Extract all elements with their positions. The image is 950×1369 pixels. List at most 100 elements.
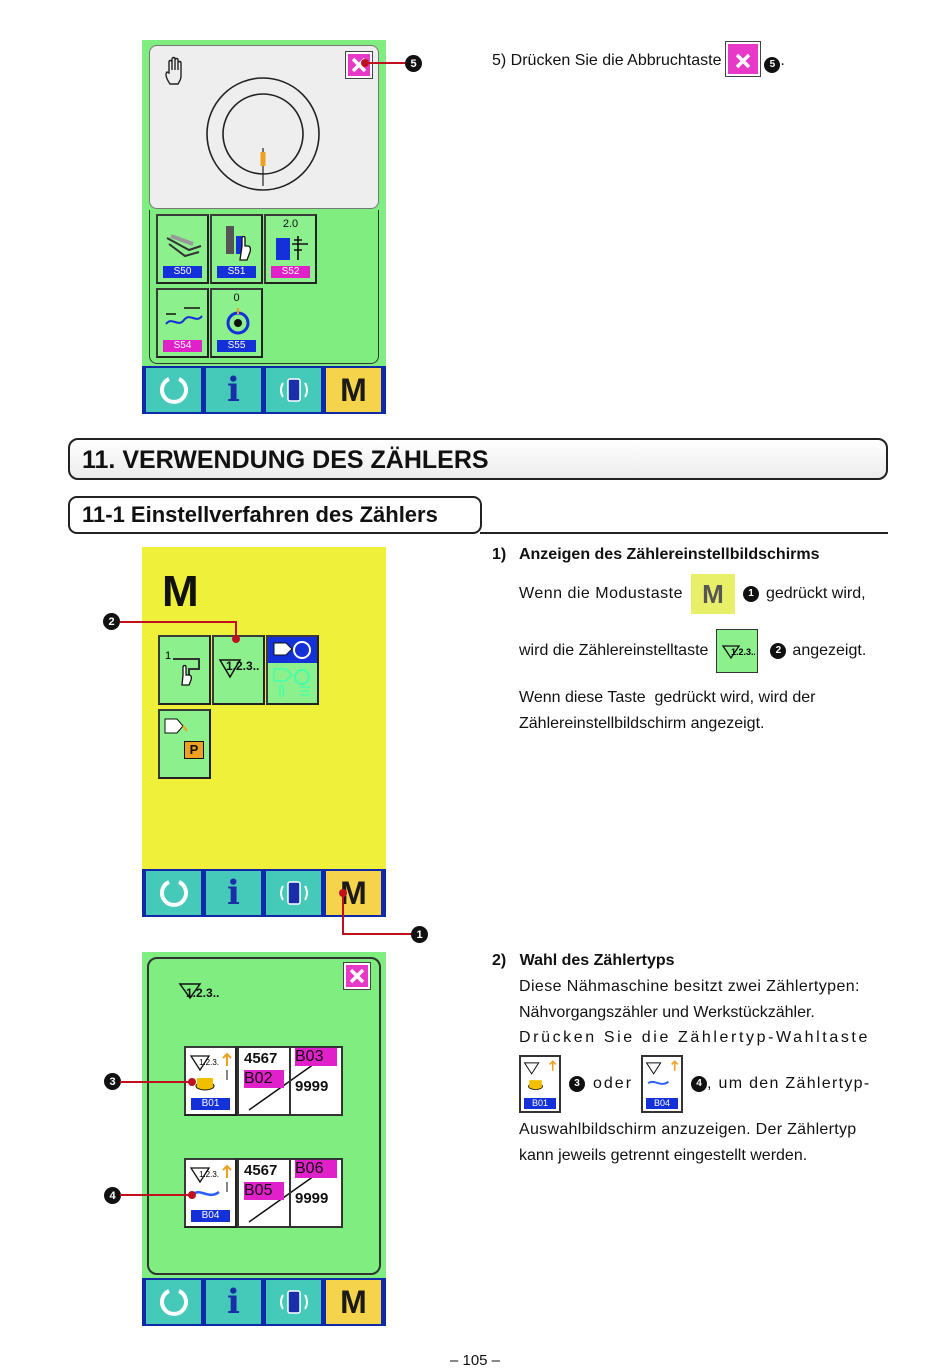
step2-oder: oder (593, 1075, 634, 1092)
svg-text:1.2.3..: 1.2.3.. (731, 647, 755, 657)
step2-heading: 2) Wahl des Zählertyps (492, 952, 675, 969)
step2-line4: B01 3 oder B04 4 , um den Zählertyp- (519, 1054, 891, 1114)
communication-icon (279, 881, 308, 905)
button-value: 2.0 (282, 218, 299, 230)
counter-glyph: 1.2.3.. (226, 659, 260, 673)
step2-callout-3: 3 (569, 1076, 585, 1092)
current-value: 4567 (244, 1050, 278, 1067)
communication-key[interactable] (266, 368, 321, 412)
callout-4: 4 (104, 1187, 121, 1204)
button-code: S55 (217, 340, 256, 352)
information-key[interactable]: i (206, 1280, 261, 1324)
p-badge: P (184, 741, 204, 759)
thread-trimmer-icon (226, 308, 250, 335)
cancel-button[interactable] (343, 962, 371, 990)
mode-screen: M 1 1.2.3.. P i M (142, 547, 386, 917)
pattern-data-button[interactable] (266, 635, 319, 705)
svg-text:1.2.3.: 1.2.3. (199, 1170, 219, 1179)
information-key[interactable]: i (206, 368, 261, 412)
display-area (149, 45, 379, 209)
svg-text:1: 1 (165, 650, 171, 662)
step1-callout-2: 2 (770, 643, 787, 659)
step2-line5: Auswahlbildschirm anzuzeigen. Der Zähler… (519, 1121, 857, 1138)
taskbar: i M (142, 1278, 386, 1326)
callout-2: 2 (103, 613, 120, 630)
information-key[interactable]: i (206, 871, 261, 915)
step5-text-before: 5) Drücken Sie die Abbruchtaste (492, 52, 722, 70)
step2-line4-tail: , um den Zählertyp- (707, 1075, 871, 1092)
communication-key[interactable] (266, 1280, 321, 1324)
s55-button[interactable]: 0 S55 (210, 288, 263, 358)
workpiece-counter-key-inline: B04 (641, 1055, 684, 1113)
set-value: 9999 (295, 1078, 329, 1095)
ready-icon (159, 1289, 188, 1316)
counter-title-icon (178, 983, 202, 1000)
cancel-key-inline (724, 41, 761, 77)
s52-button[interactable]: 2.0 S52 (264, 214, 317, 284)
mode-key-inline: M (690, 574, 735, 614)
button-code: S50 (163, 266, 202, 278)
mode-letter: M (340, 371, 367, 408)
set-code: B06 (295, 1160, 337, 1178)
pattern-register-icon (273, 641, 311, 697)
current-value: 4567 (244, 1162, 278, 1179)
step1-line1-b: gedrückt wird, (765, 585, 866, 602)
callout-line-4 (120, 1191, 196, 1199)
communication-icon (279, 1290, 308, 1314)
presser-foot-icon (166, 234, 202, 258)
button-code: S52 (271, 266, 310, 278)
sewing-counter-type-button[interactable]: 1.2.3. B01 (184, 1046, 237, 1116)
mode-key-inline-letter: M (702, 579, 724, 609)
sewing-data-button[interactable]: 1 (158, 635, 211, 705)
callout-1: 1 (411, 926, 428, 943)
subsection-title: 11-1 Einstellverfahren des Zählers (68, 496, 482, 534)
step2-callout-4: 4 (691, 1076, 708, 1092)
subsection-underline (480, 532, 888, 534)
workpiece-counter-icon: 1.2.3. (189, 1164, 232, 1197)
button-code: B01 (524, 1098, 556, 1109)
counter-key-inline: 1.2.3.. (716, 629, 759, 673)
s51-button[interactable]: S51 (210, 214, 263, 284)
button-code: S51 (217, 266, 256, 278)
svg-text:1.2.3.: 1.2.3. (199, 1058, 219, 1067)
callout-line-5 (361, 59, 408, 67)
button-area (149, 210, 379, 364)
communication-key[interactable] (266, 871, 321, 915)
step5-callout: 5 (764, 57, 781, 74)
ready-key[interactable] (146, 871, 201, 915)
counter-icon (218, 659, 242, 679)
ready-key[interactable] (146, 368, 201, 412)
counter-title: 1.2.3.. (186, 986, 220, 1000)
hand-icon (165, 56, 182, 85)
ready-key[interactable] (146, 1280, 201, 1324)
counter-icon: 1.2.3.. (722, 645, 755, 660)
current-code: B05 (244, 1182, 284, 1200)
section-title: 11. VERWENDUNG DES ZÄHLERS (68, 438, 888, 480)
counter-value-button[interactable]: 4567 B05 9999 B06 (237, 1158, 343, 1228)
taskbar: i M (142, 869, 386, 917)
step2-line3: Drücken Sie die Zählertyp-Wahltaste (519, 1029, 870, 1046)
ready-icon (159, 377, 188, 404)
mode-key[interactable]: M (326, 1280, 381, 1324)
parameter-register-button[interactable]: P (158, 709, 211, 779)
counter-value-button[interactable]: 4567 B02 9999 B03 (237, 1046, 343, 1116)
machine-hand-icon: 1 (165, 650, 200, 686)
tension-icon (165, 307, 203, 325)
current-code: B02 (244, 1070, 284, 1088)
step1-line1: Wenn die Modustaste M 1 gedrückt wird, (519, 574, 889, 614)
step1-line4: Zählereinstellbildschirm angezeigt. (519, 715, 765, 732)
s50-button[interactable]: S50 (156, 214, 209, 284)
callout-3: 3 (104, 1073, 121, 1090)
mode-key[interactable]: M (326, 368, 381, 412)
step1-line2: wird die Zählereinstelltaste 1.2.3.. 2 a… (519, 628, 889, 674)
mode-title: M (162, 567, 199, 616)
close-icon (735, 53, 751, 69)
s54-button[interactable]: S54 (156, 288, 209, 358)
callout-line-1 (339, 889, 412, 935)
stitch-length-icon (276, 236, 308, 260)
counter-setting-button[interactable]: 1.2.3.. (212, 635, 265, 705)
step2-line2: Nähvorgangszähler und Werkstückzähler. (519, 1004, 815, 1021)
counter-screen: 1.2.3.. 1.2.3. B01 4567 B02 9999 B03 1.2… (142, 952, 386, 1326)
callout-line-3 (120, 1078, 196, 1086)
workpiece-counter-icon (645, 1060, 679, 1085)
